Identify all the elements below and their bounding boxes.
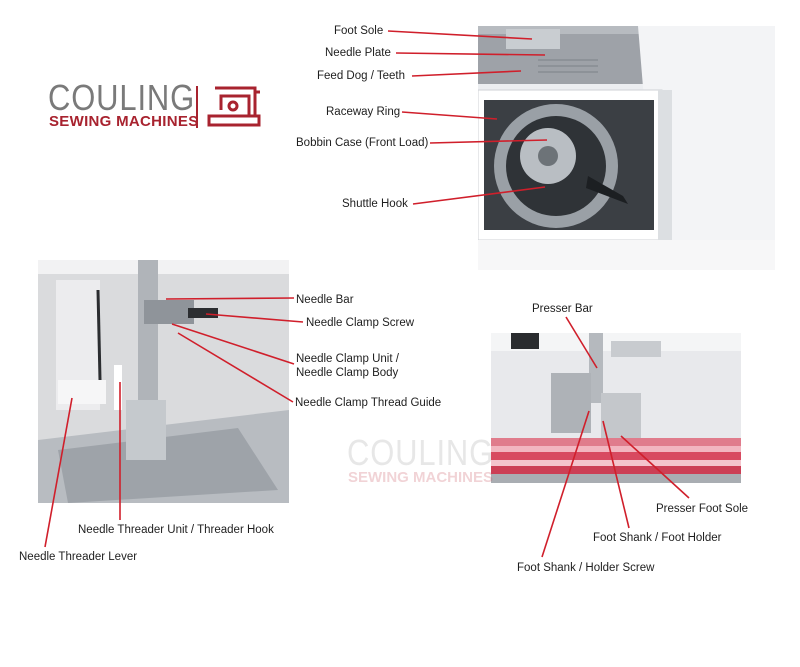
leader-needle-clamp-unit	[171, 323, 295, 365]
label-needle-clamp-unit: Needle Clamp Unit / Needle Clamp Body	[296, 353, 399, 379]
label-foot-shank-screw: Foot Shank / Holder Screw	[517, 562, 655, 574]
brand-tagline: SEWING MACHINES	[49, 113, 199, 130]
needle-area-illustration	[38, 260, 289, 503]
leader-foot-shank-holder	[602, 420, 630, 529]
leader-foot-shank-screw	[541, 410, 590, 558]
watermark-tagline: SEWING MACHINES	[348, 469, 494, 486]
leader-shuttle-hook	[412, 186, 546, 205]
sewing-machine-icon	[207, 86, 261, 127]
bobbin-area-photo	[478, 26, 775, 270]
leader-needle-bar	[165, 297, 295, 300]
leader-needle-threader-lever	[44, 397, 73, 548]
leader-feed-dog	[411, 70, 522, 77]
needle-area-photo	[38, 260, 289, 503]
brand-name: COULING	[48, 77, 196, 118]
watermark-name: COULING	[347, 432, 495, 473]
label-foot-shank-holder: Foot Shank / Foot Holder	[593, 532, 722, 544]
presser-area-photo	[491, 333, 741, 483]
label-foot-sole: Foot Sole	[334, 25, 384, 37]
label-presser-foot-sole: Presser Foot Sole	[656, 503, 749, 515]
label-feed-dog: Feed Dog / Teeth	[317, 70, 406, 82]
bobbin-area-illustration	[478, 26, 775, 270]
leader-bobbin-case	[429, 139, 548, 144]
label-needle-clamp-screw: Needle Clamp Screw	[306, 317, 415, 329]
label-needle-threader-unit: Needle Threader Unit / Threader Hook	[78, 524, 274, 536]
label-presser-bar: Presser Bar	[532, 303, 593, 315]
logo-divider	[196, 86, 198, 128]
leader-needle-plate	[395, 52, 546, 56]
leader-needle-clamp-screw	[205, 313, 304, 323]
label-needle-plate: Needle Plate	[325, 47, 391, 59]
leader-presser-bar	[565, 316, 598, 369]
leader-raceway-ring	[401, 111, 498, 120]
label-needle-clamp-thread-guide: Needle Clamp Thread Guide	[295, 397, 442, 409]
label-bobbin-case: Bobbin Case (Front Load)	[296, 137, 429, 149]
leader-presser-foot-sole	[620, 435, 690, 499]
leader-foot-sole	[387, 30, 533, 40]
leader-needle-clamp-thread-guide	[177, 332, 294, 403]
label-raceway-ring: Raceway Ring	[326, 106, 401, 118]
label-needle-bar: Needle Bar	[296, 294, 354, 306]
label-shuttle-hook: Shuttle Hook	[342, 198, 408, 210]
label-needle-threader-lever: Needle Threader Lever	[19, 551, 138, 563]
